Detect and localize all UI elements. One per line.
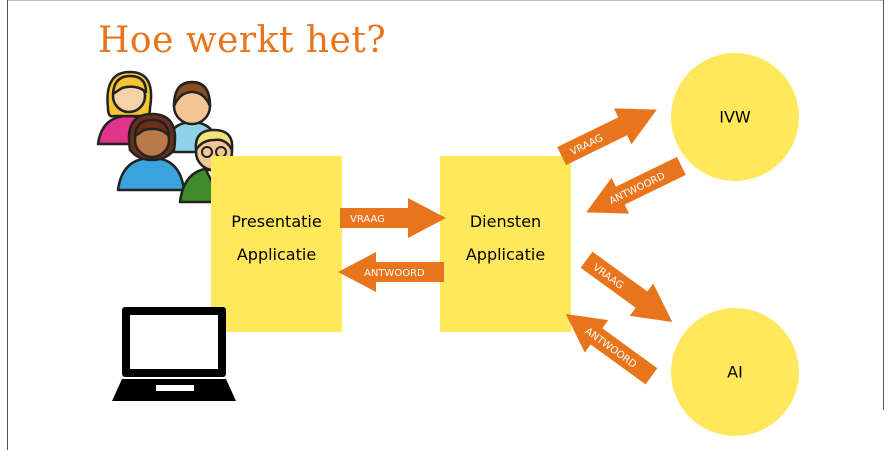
ai-circle: AI: [671, 308, 799, 436]
request-arrow-to-ivw: VRAAG: [557, 108, 657, 166]
ivw-label: IVW: [719, 107, 751, 127]
presentation-application-box: Presentatie Applicatie: [211, 156, 342, 332]
response-arrow-label: ANTWOORD: [364, 268, 425, 279]
laptop-icon: [112, 307, 236, 401]
slide-border-left: [7, 0, 8, 450]
request-arrow-to-services: VRAAG: [340, 198, 446, 238]
services-box-line1: Diensten: [469, 212, 542, 231]
response-arrow-to-presentation: ANTWOORD: [338, 252, 444, 292]
ai-label: AI: [727, 362, 743, 382]
slide-border-right: [883, 0, 884, 410]
presentation-box-line1: Presentatie: [231, 212, 322, 231]
slide-title: Hoe werkt het?: [98, 20, 387, 61]
request-arrow-to-ai: VRAAG: [580, 251, 673, 322]
ivw-circle: IVW: [671, 53, 799, 181]
services-application-box: Diensten Applicatie: [440, 156, 571, 332]
response-arrow-from-ivw: ANTWOORD: [586, 156, 686, 214]
services-box-line2: Applicatie: [465, 245, 546, 264]
slide-border-top: [7, 0, 884, 1]
request-arrow-label: VRAAG: [350, 214, 385, 225]
presentation-box-line2: Applicatie: [236, 245, 317, 264]
